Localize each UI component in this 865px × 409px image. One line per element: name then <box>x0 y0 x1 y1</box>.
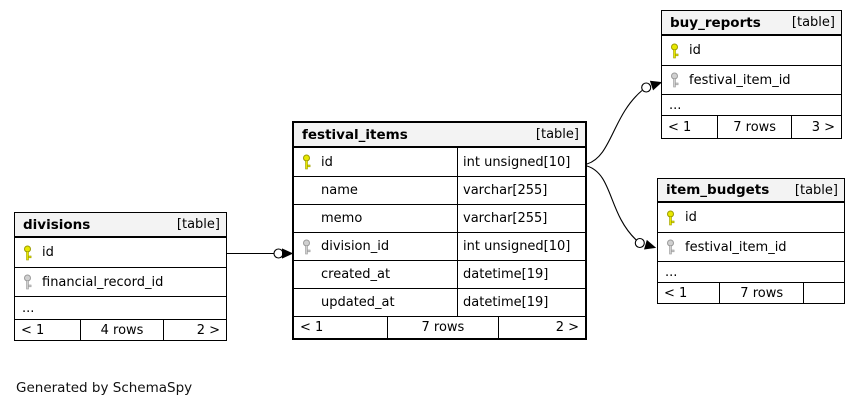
arrowhead-icon <box>282 248 294 259</box>
table-item-budgets-header: item_budgets [table] <box>658 179 844 203</box>
column-row-division-id: division_id int unsigned[10] <box>294 232 585 260</box>
column-type: varchar[255] <box>463 183 548 198</box>
generator-note: Generated by SchemaSpy <box>16 380 193 396</box>
pager-prev: < 1 <box>664 285 688 301</box>
pager-next <box>803 283 844 303</box>
column-name: memo <box>321 211 363 226</box>
key-slot <box>22 245 42 261</box>
edge-festival-items-to-buy-reports <box>586 80 663 165</box>
primary-key-icon <box>671 43 679 58</box>
column-type: varchar[255] <box>463 211 548 226</box>
column-row-memo: memo varchar[255] <box>294 204 585 232</box>
table-name-festival-items[interactable]: festival_items <box>302 126 408 143</box>
table-type-label: [table] <box>176 217 220 232</box>
column-row-created-at: created_at datetime[19] <box>294 260 585 288</box>
pager-prev: < 1 <box>21 322 45 338</box>
pager-next: 2 > <box>162 320 226 340</box>
table-name-buy-reports[interactable]: buy_reports <box>670 14 761 31</box>
row-count: 7 rows <box>717 116 790 138</box>
row-count: 7 rows <box>387 317 498 338</box>
column-name: created_at <box>321 267 391 282</box>
column-name: financial_record_id <box>42 274 164 290</box>
column-name: id <box>689 43 701 58</box>
arrowhead-icon <box>649 80 663 91</box>
more-columns-indicator: ... <box>15 296 226 319</box>
column-type: datetime[19] <box>463 267 549 282</box>
column-name: id <box>42 245 54 260</box>
pager-prev: < 1 <box>668 119 692 135</box>
pager-next: 2 > <box>497 317 585 338</box>
table-festival-items: festival_items [table] id int unsigned[1… <box>292 121 587 340</box>
key-slot <box>301 239 321 255</box>
table-buy-reports-header: buy_reports [table] <box>662 11 841 36</box>
foreign-key-icon <box>24 274 32 290</box>
key-slot <box>22 274 42 290</box>
table-type-label: [table] <box>791 15 835 30</box>
column-name: festival_item_id <box>689 72 791 88</box>
table-divisions: divisions [table] id financial_r <box>14 212 227 341</box>
column-row-id: id <box>658 203 844 232</box>
edge-divisions-to-festival-items <box>227 248 294 259</box>
table-buy-reports-footer: < 1 7 rows 3 > <box>662 115 841 138</box>
column-type: int unsigned[10] <box>463 239 571 254</box>
table-buy-reports: buy_reports [table] id festival_ <box>661 10 842 139</box>
table-divisions-header: divisions [table] <box>15 213 226 238</box>
table-divisions-footer: < 1 4 rows 2 > <box>15 319 226 340</box>
more-columns-indicator: ... <box>658 261 844 282</box>
table-type-label: [table] <box>794 182 838 198</box>
column-name: festival_item_id <box>685 239 787 255</box>
pager-prev: < 1 <box>300 320 324 335</box>
foreign-key-icon <box>671 72 679 88</box>
column-name: id <box>685 210 697 225</box>
column-type: datetime[19] <box>463 295 549 310</box>
table-name-divisions[interactable]: divisions <box>23 216 91 233</box>
foreign-key-icon <box>667 239 675 255</box>
pager-next: 3 > <box>790 116 841 138</box>
primary-key-icon <box>667 210 675 225</box>
more-columns-indicator: ... <box>662 94 841 115</box>
key-slot <box>665 239 685 255</box>
table-name-item-budgets[interactable]: item_budgets <box>666 182 770 198</box>
key-slot <box>669 43 689 59</box>
table-type-label: [table] <box>535 127 579 142</box>
row-count: 7 rows <box>719 283 803 303</box>
key-slot <box>301 154 321 170</box>
primary-key-icon <box>24 245 32 260</box>
table-festival-items-header: festival_items [table] <box>294 123 585 148</box>
column-row-festival-item-id: festival_item_id <box>658 232 844 261</box>
column-type: int unsigned[10] <box>463 154 571 170</box>
foreign-key-icon <box>303 239 311 254</box>
primary-key-icon <box>303 154 311 170</box>
column-name: name <box>321 183 358 198</box>
arrowhead-icon <box>644 239 657 250</box>
column-name: division_id <box>321 239 390 254</box>
key-slot <box>669 72 689 88</box>
table-festival-items-footer: < 1 7 rows 2 > <box>294 316 585 338</box>
column-name: id <box>321 154 333 170</box>
column-row-festival-item-id: festival_item_id <box>662 65 841 94</box>
column-name: updated_at <box>321 295 395 310</box>
table-item-budgets-footer: < 1 7 rows <box>658 282 844 303</box>
column-row-id: id <box>15 238 226 267</box>
edge-festival-items-to-item-budgets <box>586 165 657 250</box>
column-row-id: id int unsigned[10] <box>294 148 585 176</box>
key-slot <box>665 210 685 226</box>
column-row-id: id <box>662 36 841 65</box>
column-row-name: name varchar[255] <box>294 176 585 204</box>
column-row-financial-record-id: financial_record_id <box>15 267 226 296</box>
row-count: 4 rows <box>80 320 162 340</box>
table-item-budgets: item_budgets [table] id festival <box>657 178 845 304</box>
column-row-updated-at: updated_at datetime[19] <box>294 288 585 316</box>
